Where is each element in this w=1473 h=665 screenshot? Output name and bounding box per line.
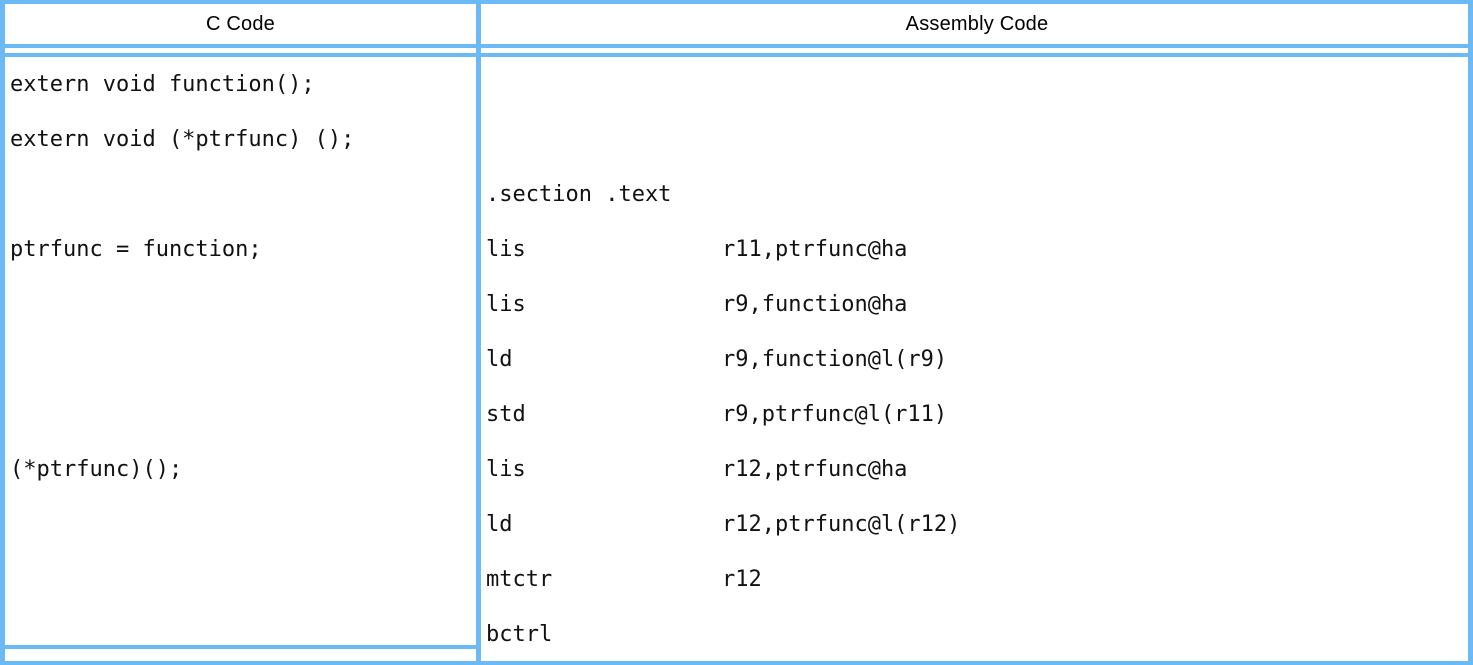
assembly-mnemonic: lis bbox=[486, 457, 526, 482]
assembly-operand: r9,function@ha bbox=[722, 292, 908, 317]
c-code-line: extern void function(); bbox=[10, 72, 315, 97]
assembly-mnemonic: ld bbox=[486, 347, 513, 372]
header-cell-c-code: C Code bbox=[205, 12, 275, 35]
c-code-line: (*ptrfunc)(); bbox=[10, 457, 183, 482]
table-right-border bbox=[1468, 0, 1473, 665]
assembly-mnemonic: std bbox=[486, 402, 526, 427]
c-code-line bbox=[10, 497, 472, 552]
c-code-line bbox=[10, 387, 472, 442]
c-code-line bbox=[10, 277, 472, 332]
assembly-mnemonic: ld bbox=[486, 512, 513, 537]
c-code-line bbox=[10, 332, 472, 387]
c-code-line bbox=[10, 607, 472, 662]
table-bottom-border bbox=[0, 661, 1473, 665]
assembly-code-cell: .section .text lis r11,ptrfunc@ha lis r9… bbox=[486, 57, 1466, 662]
table-header-row: C Code Assembly Code bbox=[0, 4, 1473, 44]
assembly-mnemonic: .section .text bbox=[486, 182, 672, 207]
assembly-operand: r12,ptrfunc@ha bbox=[722, 457, 908, 482]
assembly-line: std r9,ptrfunc@l(r11) bbox=[486, 387, 1466, 442]
assembly-mnemonic: lis bbox=[486, 292, 526, 317]
column-divider bbox=[476, 0, 481, 665]
c-code-line: ptrfunc = function; bbox=[10, 237, 262, 262]
assembly-mnemonic: lis bbox=[486, 237, 526, 262]
c-code-line: extern void (*ptrfunc) (); bbox=[10, 127, 355, 152]
assembly-mnemonic: mtctr bbox=[486, 567, 553, 592]
assembly-line: mtctr r12 bbox=[486, 552, 1466, 607]
left-column-bottom-border bbox=[0, 645, 481, 649]
assembly-operand: r9,ptrfunc@l(r11) bbox=[722, 402, 948, 427]
assembly-line bbox=[486, 112, 1466, 167]
assembly-line: .section .text bbox=[486, 167, 1466, 222]
header-bottom-border-inner bbox=[0, 53, 1473, 57]
c-code-line bbox=[10, 167, 472, 222]
assembly-operand: r12,ptrfunc@l(r12) bbox=[722, 512, 961, 537]
assembly-operand: r9,function@l(r9) bbox=[722, 347, 948, 372]
assembly-operand: r11,ptrfunc@ha bbox=[722, 237, 908, 262]
table-left-border bbox=[0, 0, 5, 665]
assembly-line: lis r9,function@ha bbox=[486, 277, 1466, 332]
header-bottom-border-outer bbox=[0, 44, 1473, 48]
c-code-cell: extern void function(); extern void (*pt… bbox=[10, 57, 472, 662]
assembly-line: lis r12,ptrfunc@ha bbox=[486, 442, 1466, 497]
assembly-line bbox=[486, 57, 1466, 112]
assembly-line: lis r11,ptrfunc@ha bbox=[486, 222, 1466, 277]
table-top-border bbox=[0, 0, 1473, 4]
header-cell-assembly-code: Assembly Code bbox=[905, 12, 1049, 35]
assembly-mnemonic: bctrl bbox=[486, 622, 553, 647]
assembly-line: ld r12,ptrfunc@l(r12) bbox=[486, 497, 1466, 552]
assembly-line: bctrl bbox=[486, 607, 1466, 662]
assembly-line: ld r9,function@l(r9) bbox=[486, 332, 1466, 387]
c-code-line bbox=[10, 552, 472, 607]
assembly-operand: r12 bbox=[722, 567, 762, 592]
